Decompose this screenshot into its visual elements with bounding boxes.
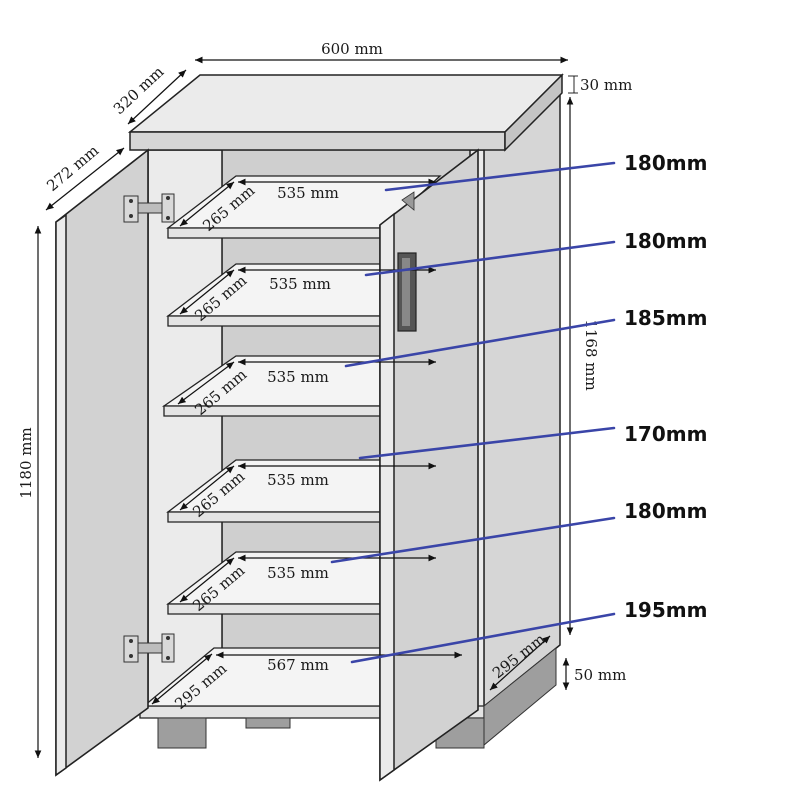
shelf-5-width: 535 mm <box>267 564 329 582</box>
callout-line-3 <box>344 318 616 368</box>
top-thickness-label: 30 mm <box>580 76 632 94</box>
callout-line-4 <box>358 426 616 460</box>
shelf-4 <box>166 459 442 523</box>
top-board-front-edge <box>129 131 506 151</box>
shelf-1-width: 535 mm <box>277 184 339 202</box>
compartment-4-height: 170mm <box>624 422 707 446</box>
shelf-4-width: 535 mm <box>267 471 329 489</box>
callout-line-2 <box>364 240 616 277</box>
compartment-6-height: 195mm <box>624 598 707 622</box>
compartment-5-height: 180mm <box>624 499 707 523</box>
compartment-callouts: 180mm 180mm 185mm 170mm 180mm 195mm <box>330 151 707 664</box>
compartment-2-height: 180mm <box>624 229 707 253</box>
shelf-3-width: 535 mm <box>267 368 329 386</box>
right-side-panel <box>481 90 561 710</box>
compartment-3-height: 185mm <box>624 306 707 330</box>
shelf-2 <box>166 263 442 327</box>
callout-line-1 <box>384 161 616 192</box>
inner-height-label: 1168 mm <box>582 319 600 390</box>
width-label: 600 mm <box>321 40 383 58</box>
hinge-top <box>123 193 175 223</box>
top-board-side-edge <box>504 73 563 152</box>
left-door <box>55 148 149 777</box>
shelf-6-width: 567 mm <box>267 656 329 674</box>
plinth-height-label: 50 mm <box>574 666 626 684</box>
top-board-surface <box>127 74 564 133</box>
door-depth-label: 272 mm <box>43 141 102 195</box>
foot-middle <box>245 717 291 729</box>
compartment-1-height: 180mm <box>624 151 707 175</box>
foot-left <box>157 717 207 749</box>
shelf-1 <box>166 175 442 239</box>
shelf-2-width: 535 mm <box>269 275 331 293</box>
callout-line-6 <box>350 612 616 664</box>
right-door <box>379 148 479 782</box>
shelf-5 <box>166 551 442 615</box>
total-height-label: 1180 mm <box>17 427 35 498</box>
callout-line-5 <box>330 516 616 564</box>
